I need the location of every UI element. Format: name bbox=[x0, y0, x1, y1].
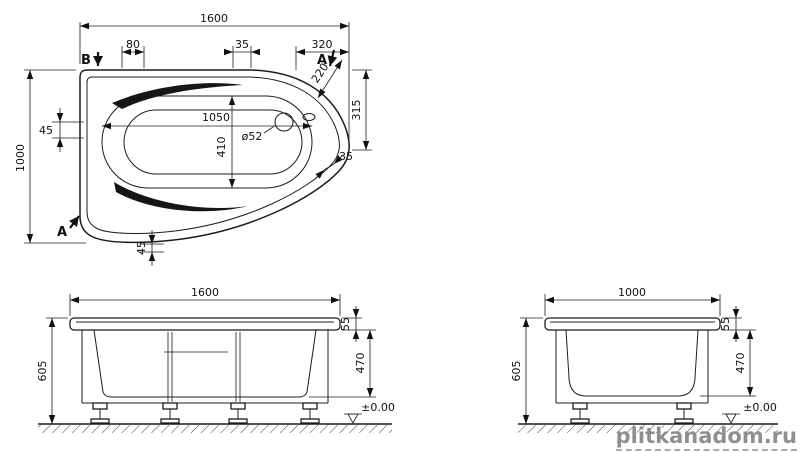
section-a-bottom-label: A bbox=[57, 225, 67, 240]
side-width-label: 1000 bbox=[618, 286, 646, 299]
drain-hole bbox=[274, 112, 294, 132]
front-height-label: 605 bbox=[36, 361, 49, 382]
dim-45-left: 45 bbox=[39, 108, 84, 152]
watermark: plitkanadom.ru bbox=[615, 424, 797, 451]
dim-45-left-label: 45 bbox=[39, 124, 53, 137]
front-level-label: ±0.00 bbox=[361, 401, 395, 414]
dim-220: 220 bbox=[309, 59, 343, 99]
section-b-label: B bbox=[81, 53, 91, 68]
side-rim bbox=[544, 317, 721, 331]
overflow-hole bbox=[302, 113, 316, 121]
dim-1000-label: 1000 bbox=[14, 144, 27, 172]
side-depth-label: 470 bbox=[734, 353, 747, 374]
front-ground-hatch bbox=[38, 425, 392, 433]
side-rim-label: 55 bbox=[719, 317, 732, 331]
basin-bottom bbox=[123, 109, 303, 175]
dim-320-label: 320 bbox=[312, 38, 333, 51]
dim-basin: 1050 410 ø52 bbox=[102, 96, 312, 188]
side-dims: 1000 55 470 605 ±0.00 bbox=[510, 286, 777, 424]
front-width-label: 1600 bbox=[191, 286, 219, 299]
dim-80-label: 80 bbox=[126, 38, 140, 51]
slope-bottom bbox=[114, 182, 248, 212]
front-bowl bbox=[93, 329, 317, 398]
dim-overall-depth: 1000 bbox=[14, 69, 86, 244]
dim-chain-top: 80 35 320 bbox=[121, 38, 349, 70]
dim-width-label: 1600 bbox=[200, 12, 228, 25]
slope-top bbox=[112, 83, 243, 109]
tub-outline bbox=[79, 69, 350, 244]
top-view: 1600 80 35 320 B A A bbox=[14, 12, 372, 266]
front-rim-label: 55 bbox=[339, 317, 352, 331]
side-view: 1000 55 470 605 ±0.00 bbox=[510, 286, 778, 433]
side-bowl bbox=[565, 329, 699, 397]
drain-diameter-label: ø52 bbox=[242, 130, 263, 143]
dim-35-top-label: 35 bbox=[235, 38, 249, 51]
dim-45-bottom: 45 bbox=[135, 230, 164, 266]
dim-410-label: 410 bbox=[215, 137, 228, 158]
dim-overall-width: 1600 bbox=[79, 12, 350, 146]
side-level-label: ±0.00 bbox=[743, 401, 777, 414]
front-depth-label: 470 bbox=[354, 353, 367, 374]
dim-1050-label: 1050 bbox=[202, 111, 230, 124]
dim-45-bottom-label: 45 bbox=[135, 241, 148, 255]
front-dims: 1600 55 470 605 ±0.00 bbox=[36, 286, 395, 424]
rim-inner-edge bbox=[86, 76, 340, 234]
basin-rim bbox=[101, 95, 313, 189]
section-markers: B A A bbox=[57, 49, 338, 240]
front-feet bbox=[90, 402, 320, 424]
front-view: 1600 55 470 605 ±0.00 bbox=[36, 286, 395, 433]
front-rim bbox=[69, 317, 341, 331]
dim-35-right-label: 35 bbox=[339, 150, 353, 163]
side-ground-hatch bbox=[518, 425, 778, 433]
side-feet bbox=[570, 402, 694, 424]
side-height-label: 605 bbox=[510, 361, 523, 382]
dim-315-label: 315 bbox=[350, 100, 363, 121]
dim-35-right: 35 bbox=[315, 150, 353, 179]
dim-315: 315 bbox=[350, 69, 372, 151]
